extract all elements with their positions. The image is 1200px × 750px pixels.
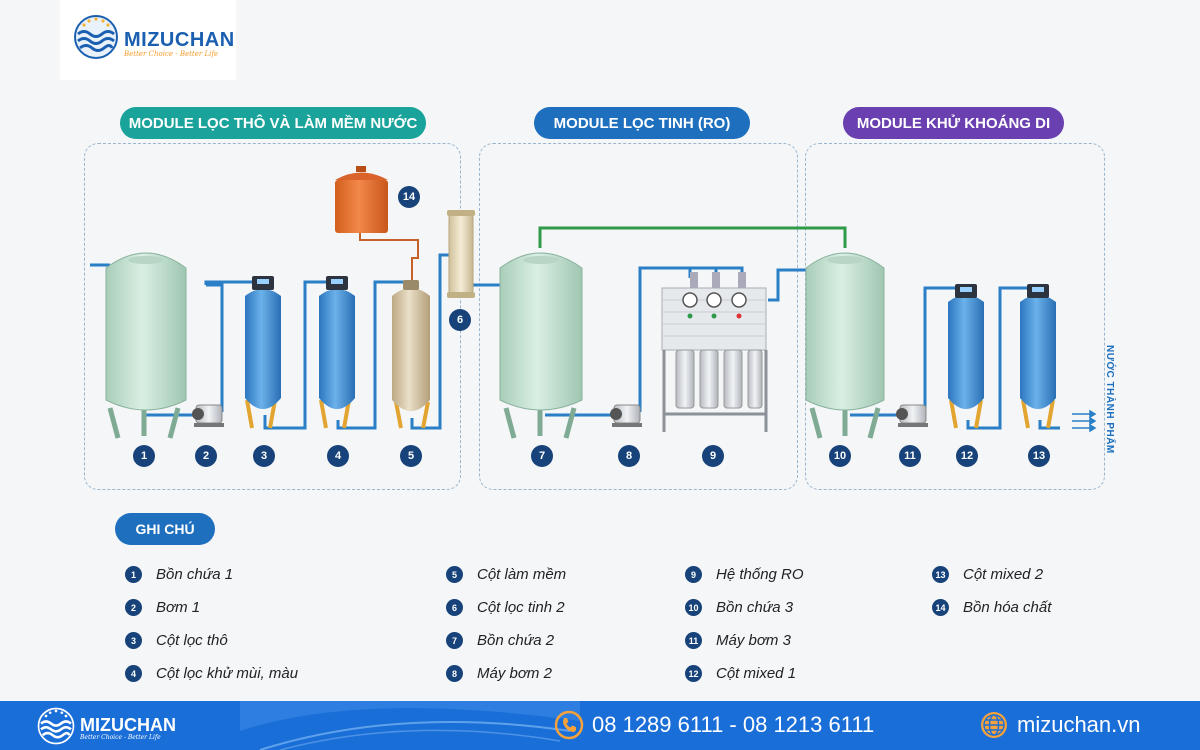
legend-item: 14 Bồn hóa chất	[932, 599, 1051, 616]
badge-4: 4	[327, 445, 349, 467]
badge-12: 12	[956, 445, 978, 467]
legend-number: 5	[446, 566, 463, 583]
brand-logo: MIZUCHAN Better Choice - Better Life	[60, 0, 236, 80]
badge-13: 13	[1028, 445, 1050, 467]
filter-column-3	[245, 276, 281, 429]
legend-item: 10 Bồn chứa 3	[685, 599, 793, 616]
module-title-pretreatment: MODULE LỌC THÔ VÀ LÀM MỀM NƯỚC	[120, 107, 426, 139]
legend-item: 6 Cột lọc tinh 2	[446, 599, 565, 616]
globe-icon	[981, 712, 1007, 738]
storage-tank-7	[499, 252, 583, 439]
legend-item: 2 Bơm 1	[125, 599, 200, 616]
website-link[interactable]: mizuchan.vn	[1017, 712, 1141, 737]
legend-item: 13 Cột mixed 2	[932, 566, 1043, 583]
legend-label: Cột lọc tinh 2	[477, 599, 565, 616]
legend-item: 3 Cột lọc thô	[125, 632, 228, 649]
mixed-bed-13	[1020, 284, 1056, 429]
wave-logo-icon	[74, 15, 118, 59]
footer-brand-name: MIZUCHAN	[80, 715, 176, 735]
legend-number: 6	[446, 599, 463, 616]
legend-label: Bồn hóa chất	[963, 599, 1052, 616]
legend-item: 1 Bồn chứa 1	[125, 566, 233, 583]
legend-label: Bồn chứa 2	[477, 632, 555, 649]
legend-item: 11 Máy bơm 3	[685, 632, 791, 649]
badge-6: 6	[449, 309, 471, 331]
legend-label: Bồn chứa 3	[716, 599, 794, 616]
legend-number: 7	[446, 632, 463, 649]
legend-item: 12 Cột mixed 1	[685, 665, 796, 682]
legend-number: 3	[125, 632, 142, 649]
process-diagram	[90, 166, 1097, 439]
fine-filter-6	[447, 210, 475, 298]
module-box-ro	[479, 143, 798, 490]
legend-item: 9 Hệ thống RO	[685, 566, 804, 583]
footer-logo-icon	[37, 707, 75, 745]
legend-label: Hệ thống RO	[716, 566, 804, 583]
legend-number: 14	[932, 599, 949, 616]
legend-number: 2	[125, 599, 142, 616]
badge-10: 10	[829, 445, 851, 467]
legend-item: 7 Bồn chứa 2	[446, 632, 554, 649]
pump-2	[610, 404, 642, 427]
legend-number: 4	[125, 665, 142, 682]
legend-number: 1	[125, 566, 142, 583]
badge-11: 11	[899, 445, 921, 467]
legend-number: 11	[685, 632, 702, 649]
legend-label: Máy bơm 2	[477, 665, 552, 682]
legend-number: 10	[685, 599, 702, 616]
legend-label: Bơm 1	[156, 599, 201, 616]
legend-title: GHI CHÚ	[115, 513, 215, 545]
mixed-bed-12	[948, 284, 984, 429]
module-title-ro: MODULE LỌC TINH (RO)	[534, 107, 750, 139]
legend-label: Cột mixed 1	[716, 665, 797, 682]
legend-number: 8	[446, 665, 463, 682]
legend-number: 9	[685, 566, 702, 583]
badge-3: 3	[253, 445, 275, 467]
badge-1: 1	[133, 445, 155, 467]
pump-3	[896, 404, 928, 427]
legend-item: 8 Máy bơm 2	[446, 665, 552, 682]
brand-tagline: Better Choice - Better Life	[124, 50, 219, 58]
badge-8: 8	[618, 445, 640, 467]
legend-label: Cột mixed 2	[963, 566, 1044, 583]
legend-number: 12	[685, 665, 702, 682]
badge-9: 9	[702, 445, 724, 467]
storage-tank-1	[105, 252, 187, 439]
ro-system-9	[661, 272, 768, 432]
badge-7: 7	[531, 445, 553, 467]
filter-column-4	[319, 276, 355, 429]
legend-number: 13	[932, 566, 949, 583]
legend-item: 5 Cột làm mềm	[446, 566, 566, 583]
decorative-swoosh	[240, 701, 580, 750]
phone-icon	[554, 710, 584, 740]
softener-column-5	[392, 280, 430, 429]
legend-label: Máy bơm 3	[716, 632, 791, 649]
badge-5: 5	[400, 445, 422, 467]
chemical-tank-14	[335, 166, 388, 233]
pump-1	[192, 404, 224, 427]
footer-brand-tagline: Better Choice - Better Life	[80, 734, 161, 741]
phone-number[interactable]: 08 1289 6111 - 08 1213 6111	[592, 712, 875, 737]
legend-label: Cột lọc khử mùi, màu	[156, 665, 299, 682]
legend-label: Cột làm mềm	[477, 566, 567, 583]
legend-label: Cột lọc thô	[156, 632, 228, 649]
badge-14: 14	[398, 186, 420, 208]
badge-2: 2	[195, 445, 217, 467]
legend-item: 4 Cột lọc khử mùi, màu	[125, 665, 298, 682]
output-water-label: NƯỚC THÀNH PHẨM	[1104, 345, 1115, 454]
footer-bar: MIZUCHAN Better Choice - Better Life 08 …	[0, 701, 1200, 750]
storage-tank-10	[805, 252, 885, 439]
brand-name: MIZUCHAN	[124, 29, 235, 51]
legend-label: Bồn chứa 1	[156, 566, 234, 583]
module-title-di: MODULE KHỬ KHOÁNG DI	[843, 107, 1064, 139]
